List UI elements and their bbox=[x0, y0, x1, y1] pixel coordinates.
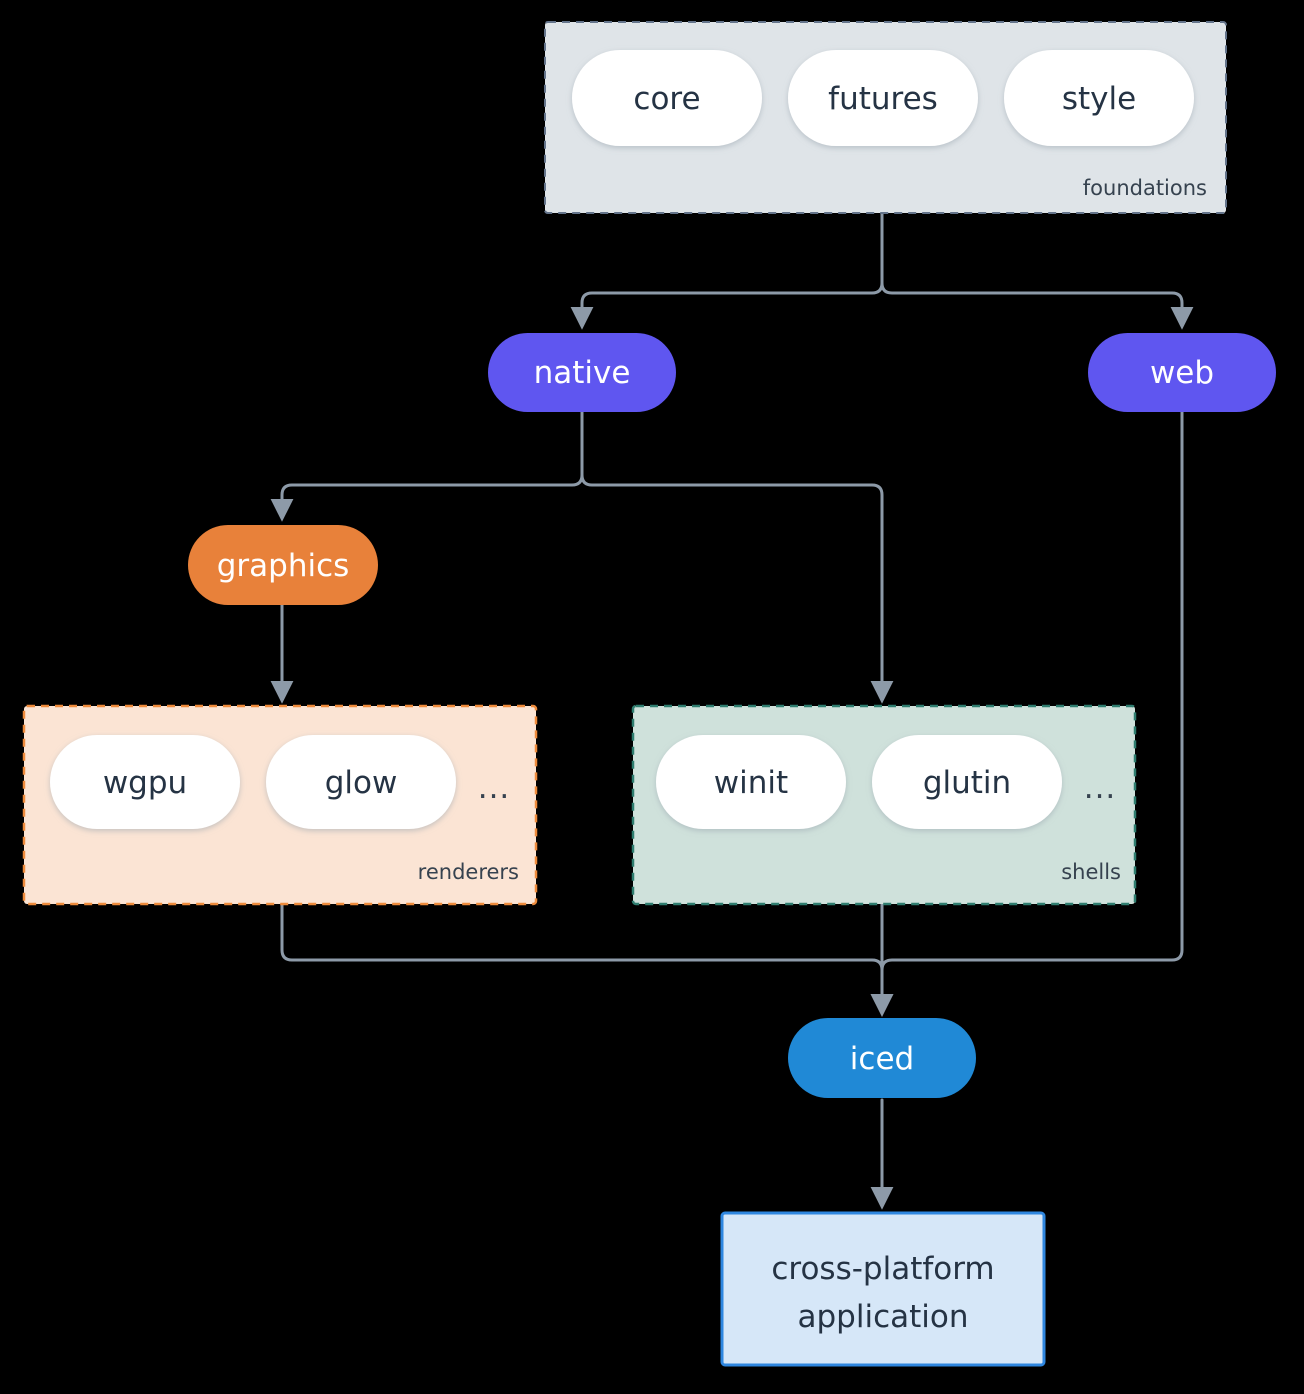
edge-foundations-to-web bbox=[880, 211, 1194, 330]
edge-layer bbox=[270, 211, 1194, 1210]
leaf-wgpu[interactable]: wgpu bbox=[50, 735, 240, 829]
leaf-winit-pill[interactable] bbox=[656, 735, 846, 829]
node-native-label: native bbox=[534, 355, 631, 391]
leaf-winit-label: winit bbox=[714, 765, 788, 801]
cluster-renderers: wgpu glow ... renderers bbox=[22, 704, 538, 906]
leaf-glutin-label: glutin bbox=[923, 765, 1011, 801]
node-iced-label: iced bbox=[850, 1041, 914, 1077]
leaf-glow-label: glow bbox=[325, 765, 398, 801]
leaf-glutin[interactable]: glutin bbox=[872, 735, 1062, 829]
leaf-glow-pill[interactable] bbox=[266, 735, 456, 829]
cluster-renderers-label: renderers bbox=[418, 860, 519, 884]
node-web-shape[interactable] bbox=[1088, 333, 1276, 412]
leaf-style-label: style bbox=[1062, 81, 1136, 117]
leaf-wgpu-label: wgpu bbox=[103, 765, 187, 801]
node-iced[interactable]: iced bbox=[788, 1018, 976, 1098]
node-web-label: web bbox=[1150, 355, 1214, 391]
node-graphics-shape[interactable] bbox=[188, 525, 378, 605]
leaf-wgpu-pill[interactable] bbox=[50, 735, 240, 829]
cluster-shells: winit glutin ... shells bbox=[631, 704, 1137, 906]
node-native[interactable]: native bbox=[488, 333, 676, 412]
leaf-winit[interactable]: winit bbox=[656, 735, 846, 829]
cluster-shells-label: shells bbox=[1061, 860, 1121, 884]
edge-foundations-to-native bbox=[570, 211, 884, 330]
cluster-foundations-label: foundations bbox=[1083, 176, 1207, 200]
node-web[interactable]: web bbox=[1088, 333, 1276, 412]
node-cross-platform-application[interactable]: cross-platform application bbox=[720, 1211, 1046, 1367]
leaf-glow[interactable]: glow bbox=[266, 735, 456, 829]
node-iced-shape[interactable] bbox=[788, 1018, 976, 1098]
edge-native-to-shells bbox=[580, 410, 894, 704]
node-native-shape[interactable] bbox=[488, 333, 676, 412]
leaf-futures-label: futures bbox=[828, 81, 938, 117]
cluster-foundations: core futures style foundations bbox=[544, 21, 1227, 214]
renderers-ellipsis: ... bbox=[478, 770, 511, 806]
leaf-style-pill[interactable] bbox=[1004, 50, 1194, 146]
shells-ellipsis: ... bbox=[1084, 770, 1117, 806]
leaf-style[interactable]: style bbox=[1004, 50, 1194, 146]
edge-native-to-graphics bbox=[270, 410, 584, 522]
application-label-line2: application bbox=[798, 1299, 969, 1335]
leaf-futures[interactable]: futures bbox=[788, 50, 978, 146]
edge-renderers-to-iced bbox=[280, 902, 894, 1017]
edge-web-to-iced bbox=[870, 410, 1184, 1017]
leaf-futures-pill[interactable] bbox=[788, 50, 978, 146]
leaf-core[interactable]: core bbox=[572, 50, 762, 146]
leaf-core-pill[interactable] bbox=[572, 50, 762, 146]
application-box-shape[interactable] bbox=[720, 1211, 1046, 1367]
application-label-line1: cross-platform bbox=[771, 1251, 994, 1287]
node-graphics-label: graphics bbox=[217, 548, 350, 584]
leaf-core-label: core bbox=[633, 81, 700, 117]
node-graphics[interactable]: graphics bbox=[188, 525, 378, 605]
leaf-glutin-pill[interactable] bbox=[872, 735, 1062, 829]
